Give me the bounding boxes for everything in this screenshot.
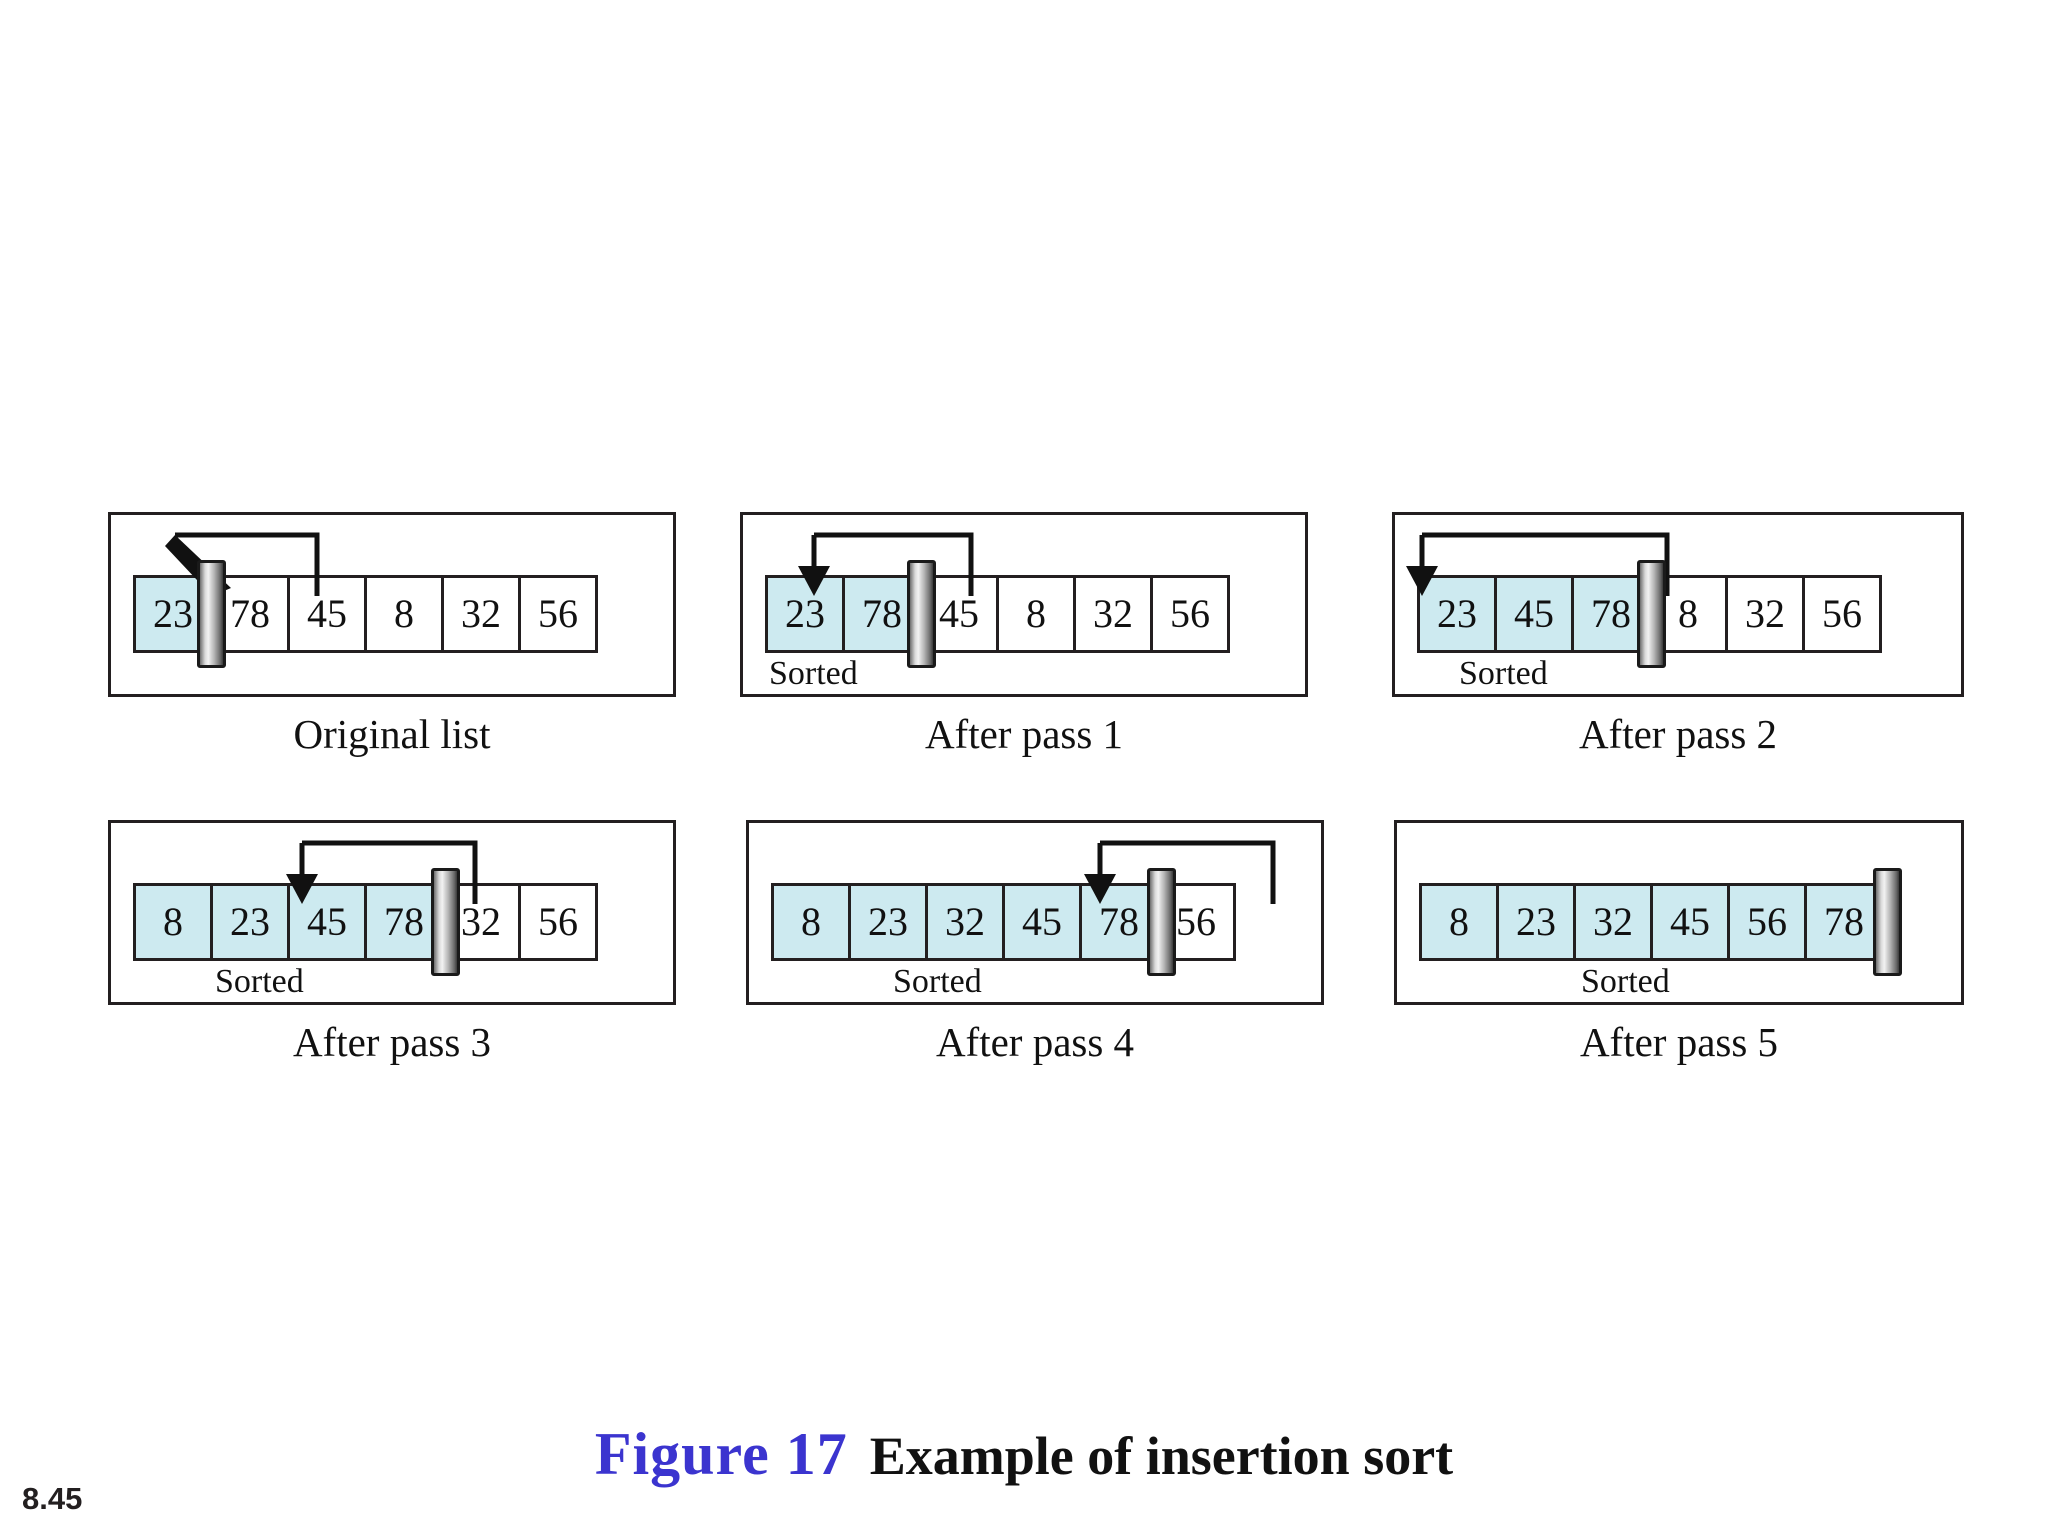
panel-caption: After pass 3 [292, 1019, 492, 1065]
array-cell[interactable]: 8 [771, 883, 851, 961]
figure-title: Figure 17 Example of insertion sort [0, 1420, 2048, 1489]
array-cell[interactable]: 8 [133, 883, 213, 961]
panel-border: 8 23 32 45 78 56 Sorted [746, 820, 1324, 1005]
array-cell[interactable]: 32 [441, 575, 521, 653]
sorted-label: Sorted [769, 655, 858, 692]
panel-caption: Original list [293, 711, 491, 757]
sorted-boundary-divider [431, 868, 460, 976]
array-cell[interactable]: 8 [996, 575, 1076, 653]
panel-after-pass-4: 8 23 32 45 78 56 Sorted After pass 4 [746, 820, 1324, 1065]
panel-border: 23 78 45 8 32 56 [108, 512, 676, 697]
array-cell[interactable]: 45 [1494, 575, 1574, 653]
sorted-label: Sorted [1459, 655, 1548, 692]
sorted-boundary-divider [1873, 868, 1902, 976]
panel-original-list: 23 78 45 8 32 56 Original list [108, 512, 676, 757]
sorted-boundary-divider [1637, 560, 1666, 668]
panel-border: 23 78 45 8 32 56 Sorted [740, 512, 1308, 697]
panel-after-pass-1: 23 78 45 8 32 56 Sorted After pass 1 [740, 512, 1308, 757]
array-cell[interactable]: 56 [518, 883, 598, 961]
array-cell[interactable]: 56 [518, 575, 598, 653]
panel-after-pass-5: 8 23 32 45 56 78 Sorted After pass 5 [1394, 820, 1964, 1065]
array-cell[interactable]: 32 [1725, 575, 1805, 653]
slide-number: 8.45 [22, 1481, 83, 1516]
panel-after-pass-2: 23 45 78 8 32 56 Sorted After pass 2 [1392, 512, 1964, 757]
sorted-label: Sorted [893, 963, 982, 1000]
insertion-arrow-icon [1406, 532, 1670, 596]
insertion-arrow-icon [798, 532, 974, 596]
panel-caption: After pass 2 [1578, 711, 1778, 757]
panel-caption: After pass 4 [935, 1019, 1135, 1065]
array-cell[interactable]: 8 [1419, 883, 1499, 961]
sorted-label: Sorted [1581, 963, 1670, 1000]
array-cell[interactable]: 56 [1150, 575, 1230, 653]
array-cell[interactable]: 32 [925, 883, 1005, 961]
panel-caption: After pass 5 [1579, 1019, 1779, 1065]
array-cell[interactable]: 45 [1002, 883, 1082, 961]
panel-after-pass-3: 8 23 45 78 32 56 Sorted After pass 3 [108, 820, 676, 1065]
sorted-boundary-divider [197, 560, 226, 668]
array-cell[interactable]: 78 [1804, 883, 1884, 961]
array-cell[interactable]: 78 [1079, 883, 1159, 961]
panel-caption: After pass 1 [924, 711, 1124, 757]
array-cell[interactable]: 32 [1573, 883, 1653, 961]
sorted-boundary-divider [1147, 868, 1176, 976]
array-cell[interactable]: 56 [1727, 883, 1807, 961]
insertion-arrow-icon [1084, 840, 1276, 904]
array-cells: 8 23 32 45 56 78 [1419, 883, 1884, 961]
insertion-arrow-icon [286, 840, 478, 904]
panel-border: 23 45 78 8 32 56 Sorted [1392, 512, 1964, 697]
array-cell[interactable]: 23 [1496, 883, 1576, 961]
array-cell[interactable]: 56 [1802, 575, 1882, 653]
figure-number: Figure 17 [594, 1421, 848, 1487]
array-cell[interactable]: 45 [287, 575, 367, 653]
insertion-sort-figure: 23 78 45 8 32 56 Original list 23 78 45 … [108, 512, 1964, 1092]
array-cell[interactable]: 32 [1073, 575, 1153, 653]
panel-border: 8 23 45 78 32 56 Sorted [108, 820, 676, 1005]
insertion-arrow-icon [165, 532, 320, 596]
array-cell[interactable]: 23 [848, 883, 928, 961]
array-cell[interactable]: 23 [210, 883, 290, 961]
sorted-label: Sorted [215, 963, 304, 1000]
array-cell[interactable]: 45 [1650, 883, 1730, 961]
array-cell[interactable]: 78 [364, 883, 444, 961]
figure-title-text: Example of insertion sort [869, 1426, 1454, 1486]
array-cell[interactable]: 8 [364, 575, 444, 653]
sorted-boundary-divider [907, 560, 936, 668]
panel-border: 8 23 32 45 56 78 Sorted [1394, 820, 1964, 1005]
array-cell[interactable]: 23 [1417, 575, 1497, 653]
